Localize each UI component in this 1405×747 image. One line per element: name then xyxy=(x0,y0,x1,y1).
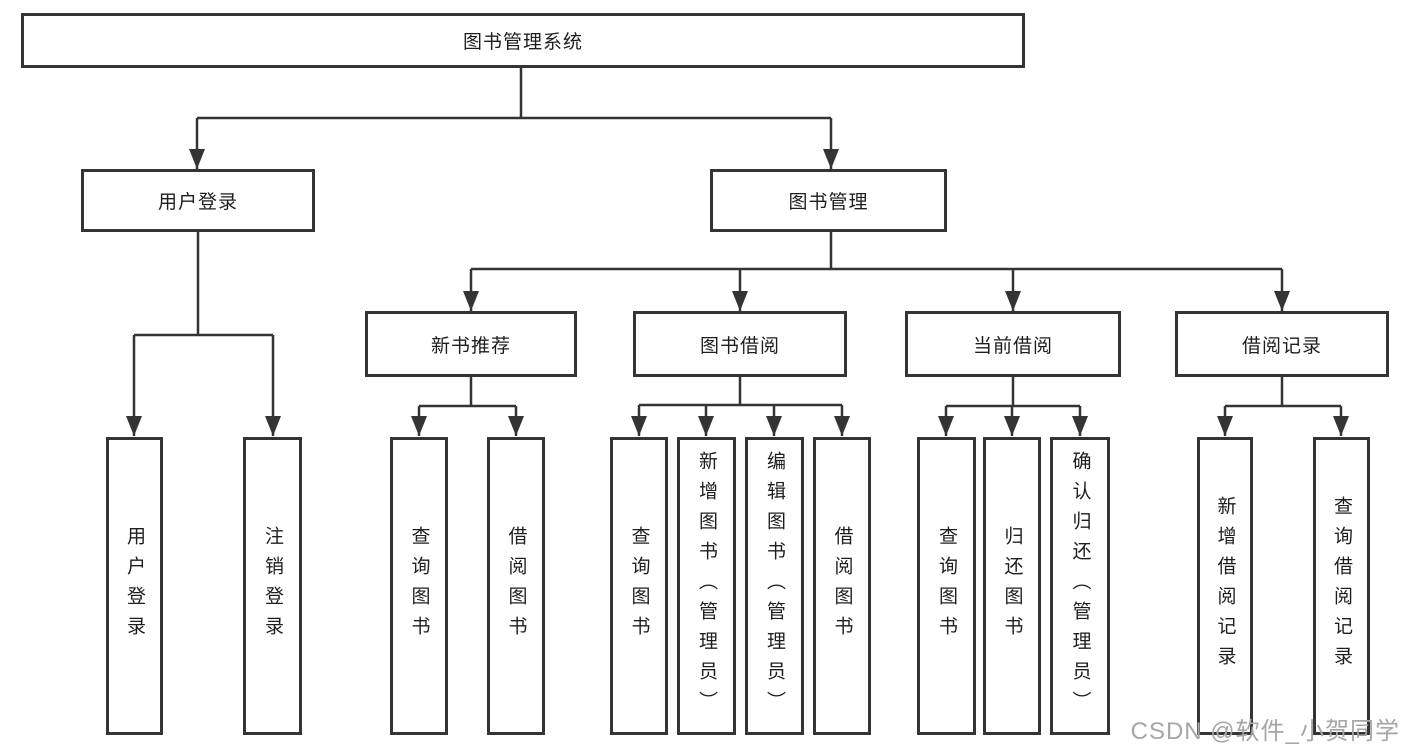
node-label: 查询图书 xyxy=(628,526,650,646)
leaf-add-borrow-record: 新增借阅记录 xyxy=(1197,437,1253,735)
leaf-user-login: 用户登录 xyxy=(106,437,163,735)
node-label: 图书借阅 xyxy=(699,335,780,357)
node-label: 用户登录 xyxy=(124,526,145,646)
leaf-query-books-1: 查询图书 xyxy=(390,437,448,735)
node-label: 借阅记录 xyxy=(1241,335,1322,357)
leaf-add-books-admin: 新增图书（管理员） xyxy=(677,437,736,735)
leaf-borrow-books-1: 借阅图书 xyxy=(487,437,545,735)
leaf-logout: 注销登录 xyxy=(243,437,302,735)
csdn-watermark: CSDN @软件_小贺同学 xyxy=(1130,718,1400,745)
node-book-management: 图书管理 xyxy=(710,169,947,232)
leaf-query-books-3: 查询图书 xyxy=(917,437,976,735)
node-book-borrow: 图书借阅 xyxy=(633,311,847,377)
node-library-management-system: 图书管理系统 xyxy=(21,13,1025,68)
node-label: 归还图书 xyxy=(1001,526,1023,646)
node-user-login: 用户登录 xyxy=(81,169,315,232)
node-label: 注销登录 xyxy=(262,526,283,646)
node-label: 查询图书 xyxy=(936,526,957,646)
leaf-borrow-books-2: 借阅图书 xyxy=(813,437,871,735)
node-new-book-recommend: 新书推荐 xyxy=(365,311,577,377)
node-label: 新增借阅记录 xyxy=(1214,496,1236,676)
leaf-edit-books-admin: 编辑图书（管理员） xyxy=(745,437,804,735)
node-borrow-records: 借阅记录 xyxy=(1175,311,1389,377)
node-label: 查询借阅记录 xyxy=(1331,496,1352,676)
node-label: 编辑图书（管理员） xyxy=(764,451,785,721)
leaf-query-books-2: 查询图书 xyxy=(610,437,668,735)
leaf-return-books: 归还图书 xyxy=(983,437,1041,735)
node-label: 图书管理 xyxy=(788,192,869,213)
node-label: 确认归还（管理员） xyxy=(1069,451,1091,721)
node-label: 图书管理系统 xyxy=(462,32,583,53)
node-label: 用户登录 xyxy=(157,192,238,213)
node-label: 查询图书 xyxy=(408,526,430,646)
node-label: 当前借阅 xyxy=(972,335,1053,357)
node-label: 新增图书（管理员） xyxy=(696,451,717,721)
leaf-confirm-return-admin: 确认归还（管理员） xyxy=(1050,437,1110,735)
node-label: 借阅图书 xyxy=(831,526,853,646)
node-label: 借阅图书 xyxy=(505,526,527,646)
node-label: 新书推荐 xyxy=(430,335,511,357)
node-current-borrow: 当前借阅 xyxy=(905,311,1121,377)
leaf-query-borrow-record: 查询借阅记录 xyxy=(1313,437,1370,735)
